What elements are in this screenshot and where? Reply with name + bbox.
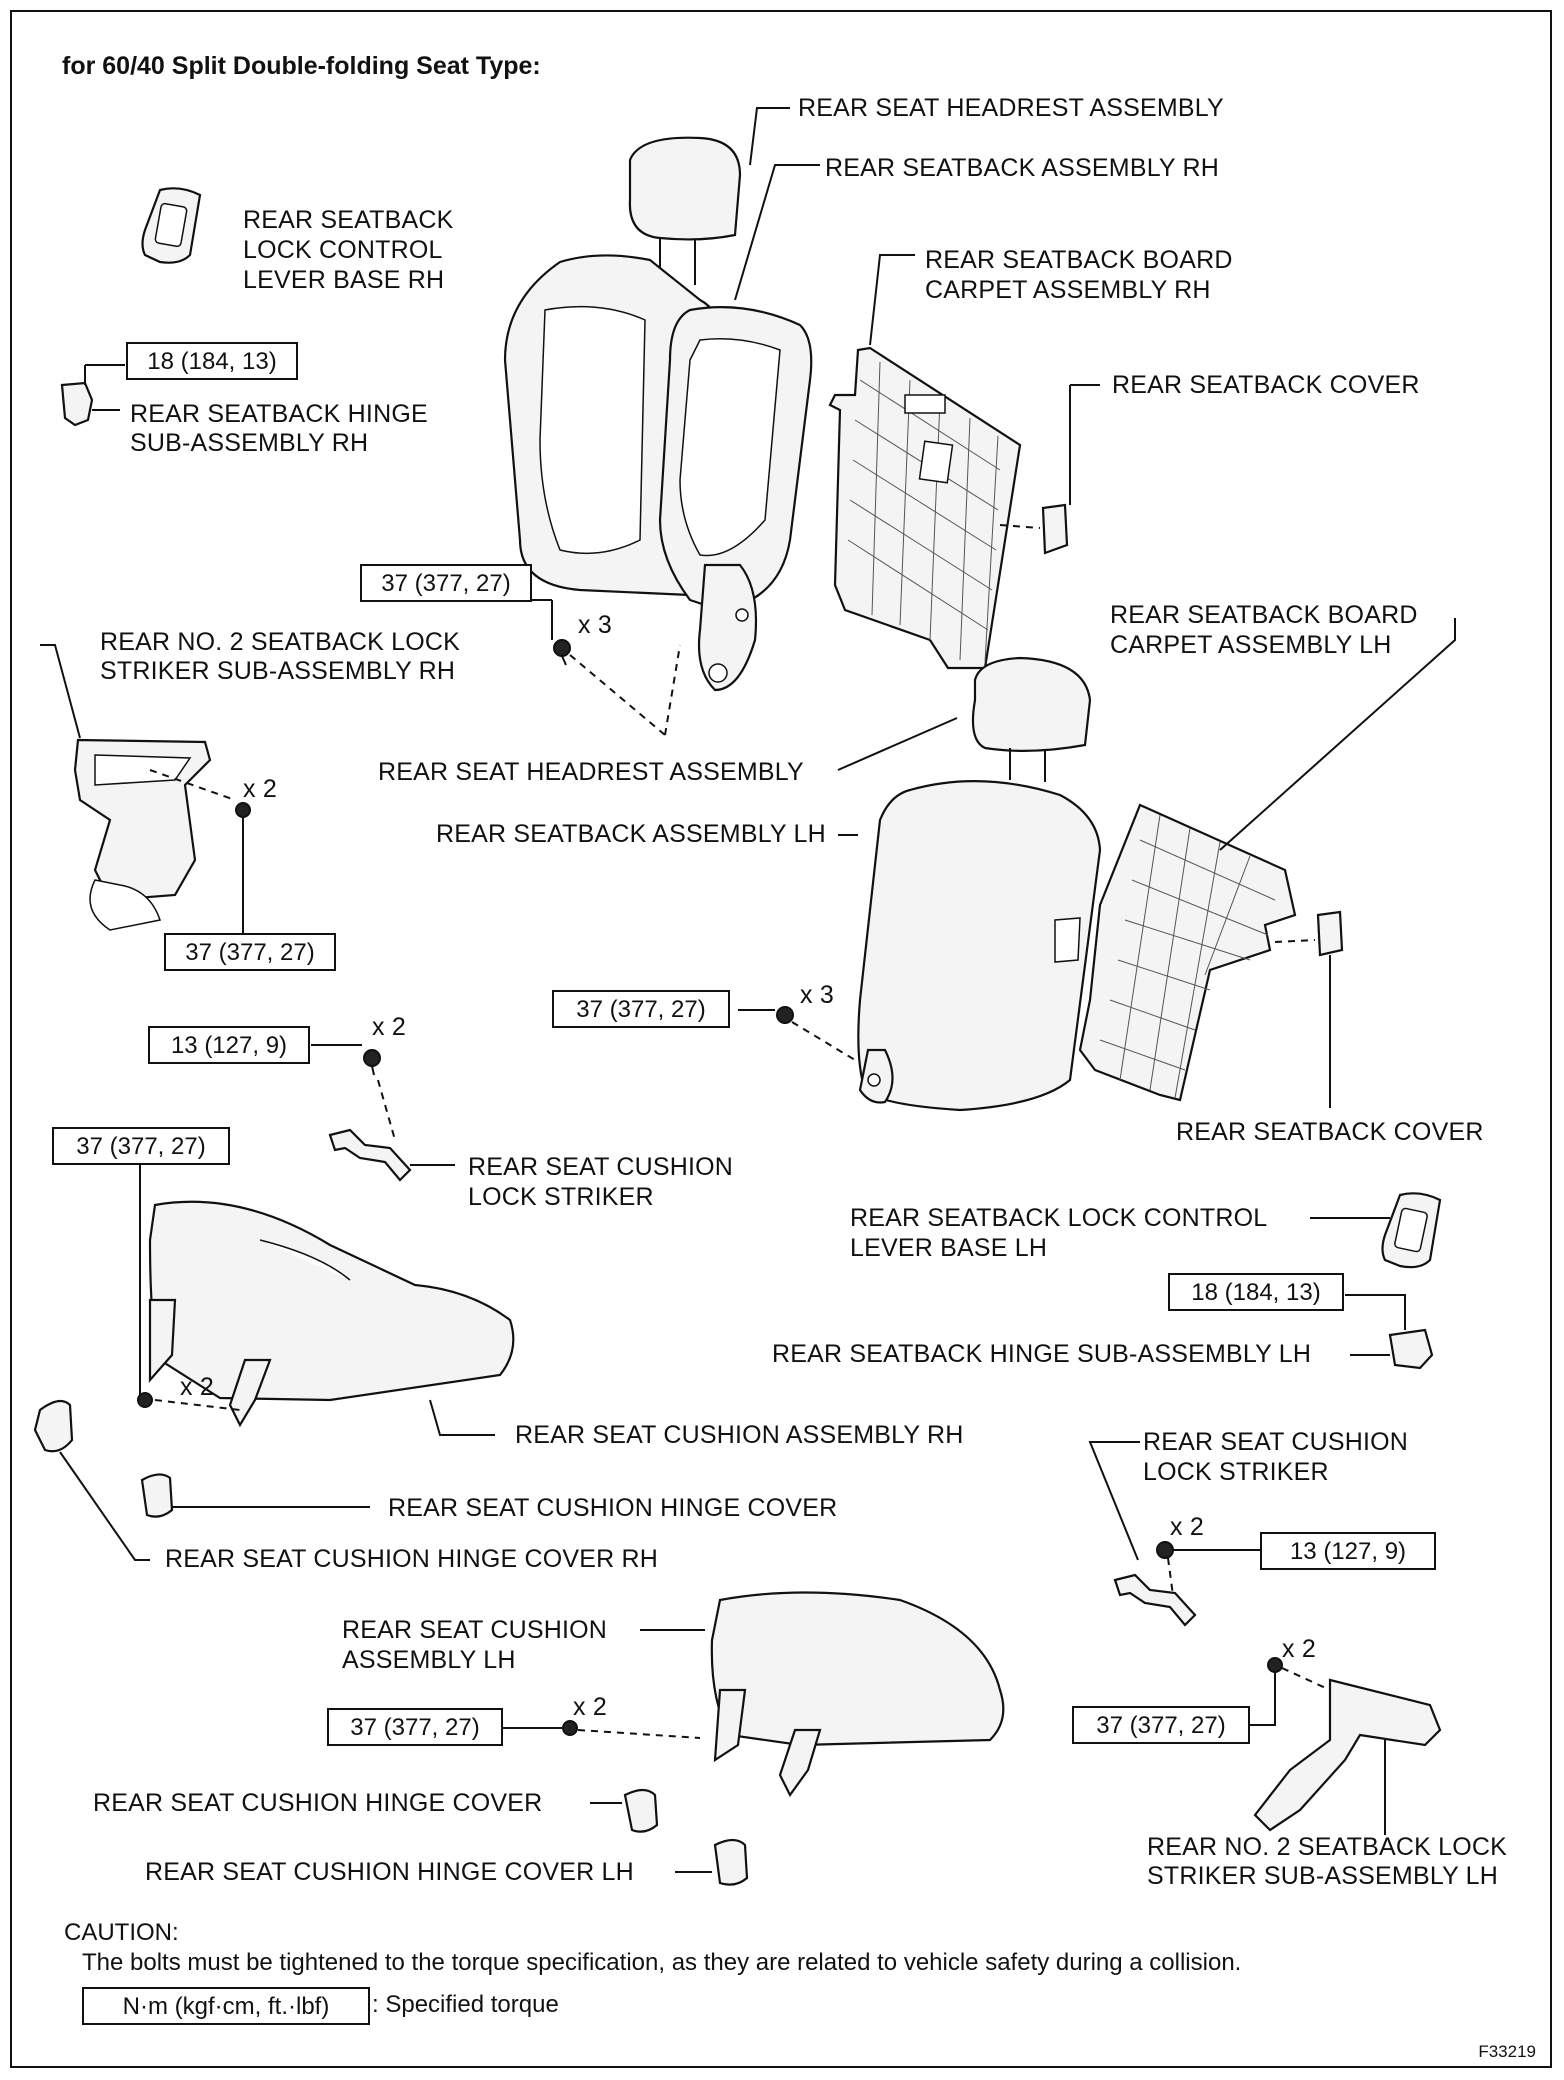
label-hinge-cover-rh: REAR SEAT CUSHION HINGE COVER RH [165, 1545, 659, 1573]
qty-striker-lh: x 2 [1282, 1635, 1316, 1663]
qty-seatback-rh: x 3 [578, 611, 612, 639]
label-hinge-cover-lh: REAR SEAT CUSHION HINGE COVER LH [145, 1858, 634, 1886]
cushion-lock-striker-2-drawing [1088, 1441, 1260, 1627]
label-cushion-lock-striker-1-2: LOCK STRIKER [468, 1183, 654, 1211]
label-lever-base-lh-2: LEVER BASE LH [850, 1234, 1048, 1262]
label-cushion-lh-1: REAR SEAT CUSHION [342, 1616, 608, 1644]
striker-lh-drawing [1250, 1657, 1442, 1835]
torque-lock-striker-2: 13 (127, 9) [1260, 1532, 1436, 1570]
cushion-lh-drawing [503, 1591, 1005, 1798]
torque-seatback-rh: 37 (377, 27) [360, 564, 532, 602]
label-hinge-lh: REAR SEATBACK HINGE SUB-ASSEMBLY LH [772, 1340, 1312, 1368]
label-cushion-lh-2: ASSEMBLY LH [342, 1646, 516, 1674]
qty-lock-striker-1: x 2 [372, 1013, 406, 1041]
torque-hinge-lh: 18 (184, 13) [1168, 1273, 1344, 1311]
label-lever-base-rh-3: LEVER BASE RH [243, 266, 445, 294]
torque-striker-lh: 37 (377, 27) [1072, 1706, 1250, 1744]
label-lever-base-rh-2: LOCK CONTROL [243, 236, 443, 264]
label-hinge-cover-2: REAR SEAT CUSHION HINGE COVER [93, 1789, 543, 1817]
label-lever-base-lh-1: REAR SEATBACK LOCK CONTROL [850, 1204, 1268, 1232]
label-seatback-rh: REAR SEATBACK ASSEMBLY RH [825, 154, 1220, 182]
seatback-cover-rh-drawing [999, 384, 1100, 555]
label-lever-base-rh-1: REAR SEATBACK [243, 206, 454, 234]
hinge-rh-drawing [60, 364, 125, 427]
torque-striker-rh: 37 (377, 27) [164, 933, 336, 971]
leaders-top [734, 107, 915, 346]
torque-cushion-rh: 37 (377, 27) [52, 1127, 230, 1165]
hinge-cover-lh-drawing [675, 1838, 749, 1886]
label-striker-rh-1: REAR NO. 2 SEATBACK LOCK [100, 628, 460, 656]
torque-cushion-lh: 37 (377, 27) [327, 1708, 503, 1746]
qty-seatback-lh: x 3 [800, 981, 834, 1009]
label-cushion-lock-striker-2-2: LOCK STRIKER [1143, 1458, 1329, 1486]
hinge-cover-1-drawing [140, 1473, 370, 1518]
qty-cushion-lh: x 2 [573, 1693, 607, 1721]
label-hinge-rh-1: REAR SEATBACK HINGE [130, 400, 428, 428]
lever-base-lh-drawing [1310, 1192, 1442, 1269]
torque-lock-striker-1: 13 (127, 9) [148, 1026, 310, 1064]
label-striker-lh-1: REAR NO. 2 SEATBACK LOCK [1147, 1833, 1507, 1861]
label-hinge-rh-2: SUB-ASSEMBLY RH [130, 429, 369, 457]
label-cushion-lock-striker-2-1: REAR SEAT CUSHION [1143, 1428, 1409, 1456]
hinge-cover-rh-drawing [33, 1399, 150, 1561]
diagram-frame [10, 10, 1552, 2068]
label-board-carpet-lh-1: REAR SEATBACK BOARD [1110, 601, 1418, 629]
legend-torque-unit: N·m (kgf·cm, ft.·lbf) [82, 1987, 370, 2025]
caution-text: The bolts must be tightened to the torqu… [82, 1949, 1242, 1976]
seatback-lh-drawing [837, 656, 1102, 1112]
seatback-cover-lh-drawing [1274, 910, 1344, 1108]
board-carpet-lh-drawing [1078, 618, 1456, 1102]
caution-heading: CAUTION: [64, 1919, 179, 1946]
seatback-rh-drawing [503, 136, 813, 692]
label-headrest-rh: REAR SEAT HEADREST ASSEMBLY [798, 94, 1224, 122]
bolts-seatback-rh-drawing [529, 599, 681, 736]
diagram-title: for 60/40 Split Double-folding Seat Type… [62, 52, 541, 80]
label-seatback-cover-1: REAR SEATBACK COVER [1112, 371, 1420, 399]
legend-meaning: : Specified torque [372, 1991, 559, 2018]
torque-seatback-lh: 37 (377, 27) [552, 990, 730, 1028]
qty-lock-striker-2: x 2 [1170, 1513, 1204, 1541]
label-striker-rh-2: STRIKER SUB-ASSEMBLY RH [100, 657, 456, 685]
torque-hinge-rh: 18 (184, 13) [126, 342, 298, 380]
figure-id: F33219 [1478, 2042, 1536, 2061]
label-cushion-rh: REAR SEAT CUSHION ASSEMBLY RH [515, 1421, 964, 1449]
label-board-carpet-rh-1: REAR SEATBACK BOARD [925, 246, 1233, 274]
label-board-carpet-lh-2: CARPET ASSEMBLY LH [1110, 631, 1392, 659]
qty-cushion-rh: x 2 [180, 1373, 214, 1401]
hinge-lh-drawing [1345, 1294, 1434, 1370]
label-hinge-cover-1: REAR SEAT CUSHION HINGE COVER [388, 1494, 838, 1522]
qty-striker-rh: x 2 [243, 775, 277, 803]
bolts-seatback-lh-drawing [738, 1006, 856, 1061]
striker-rh-drawing [40, 644, 251, 935]
label-seatback-lh: REAR SEATBACK ASSEMBLY LH [436, 820, 826, 848]
hinge-cover-2-drawing [590, 1788, 659, 1833]
label-striker-lh-2: STRIKER SUB-ASSEMBLY LH [1147, 1862, 1498, 1890]
lever-base-rh-drawing [141, 187, 202, 264]
cushion-lock-striker-1-drawing [311, 1044, 455, 1182]
label-cushion-lock-striker-1-1: REAR SEAT CUSHION [468, 1153, 734, 1181]
label-board-carpet-rh-2: CARPET ASSEMBLY RH [925, 276, 1211, 304]
cushion-rh-drawing [137, 1145, 515, 1436]
board-carpet-rh-drawing [828, 346, 1022, 670]
label-seatback-cover-2: REAR SEATBACK COVER [1176, 1118, 1484, 1146]
label-headrest-lh: REAR SEAT HEADREST ASSEMBLY [378, 758, 804, 786]
